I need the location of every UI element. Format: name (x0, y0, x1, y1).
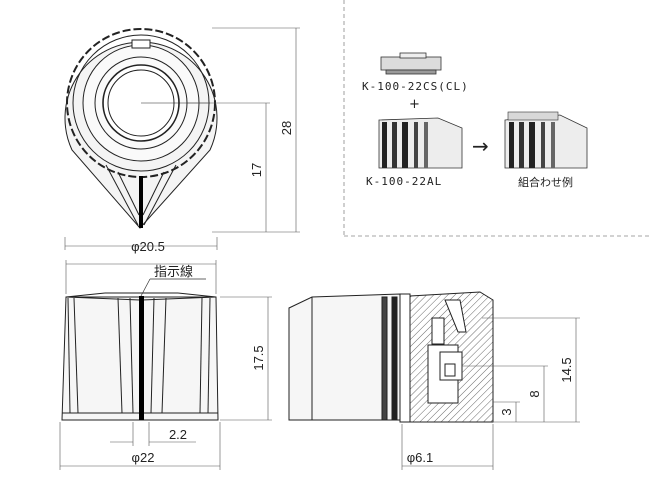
indicator-line-top (139, 176, 143, 228)
dim-line-width: 2.2 (169, 427, 187, 442)
dim-shaft-diameter: φ6.1 (407, 450, 434, 465)
arrow-icon: → (472, 134, 489, 158)
top-notch (131, 39, 151, 49)
top-view-dimensions (64, 27, 300, 250)
knob-part-image (378, 117, 463, 169)
section-view (288, 291, 494, 423)
knob-part-label: K-100-22AL (366, 175, 442, 188)
dim-diameter-top: φ20.5 (131, 239, 165, 254)
side-view-dimensions (59, 260, 272, 470)
dim-depth-8: 8 (527, 390, 542, 397)
dim-height-total: 28 (279, 121, 294, 135)
dim-height-side: 17.5 (251, 345, 266, 370)
dim-diameter-bottom: φ22 (132, 450, 155, 465)
side-view (61, 292, 219, 421)
combination-example-label: 組合わせ例 (518, 175, 573, 189)
dim-depth-3: 3 (499, 408, 514, 415)
cap-part-image (380, 52, 442, 75)
combination-panel (343, 0, 650, 237)
combined-part-image (504, 111, 588, 169)
section-dimensions (401, 317, 580, 470)
plus-sign: + (409, 97, 420, 112)
indicator-line-side (139, 296, 144, 420)
indicator-leader (140, 278, 206, 297)
dim-height-right: 14.5 (559, 357, 574, 382)
cap-part-label: K-100-22CS(CL) (362, 80, 469, 93)
dim-height-pointer: 17 (249, 163, 264, 177)
top-view (64, 28, 218, 229)
indicator-line-label: 指示線 (154, 264, 193, 280)
